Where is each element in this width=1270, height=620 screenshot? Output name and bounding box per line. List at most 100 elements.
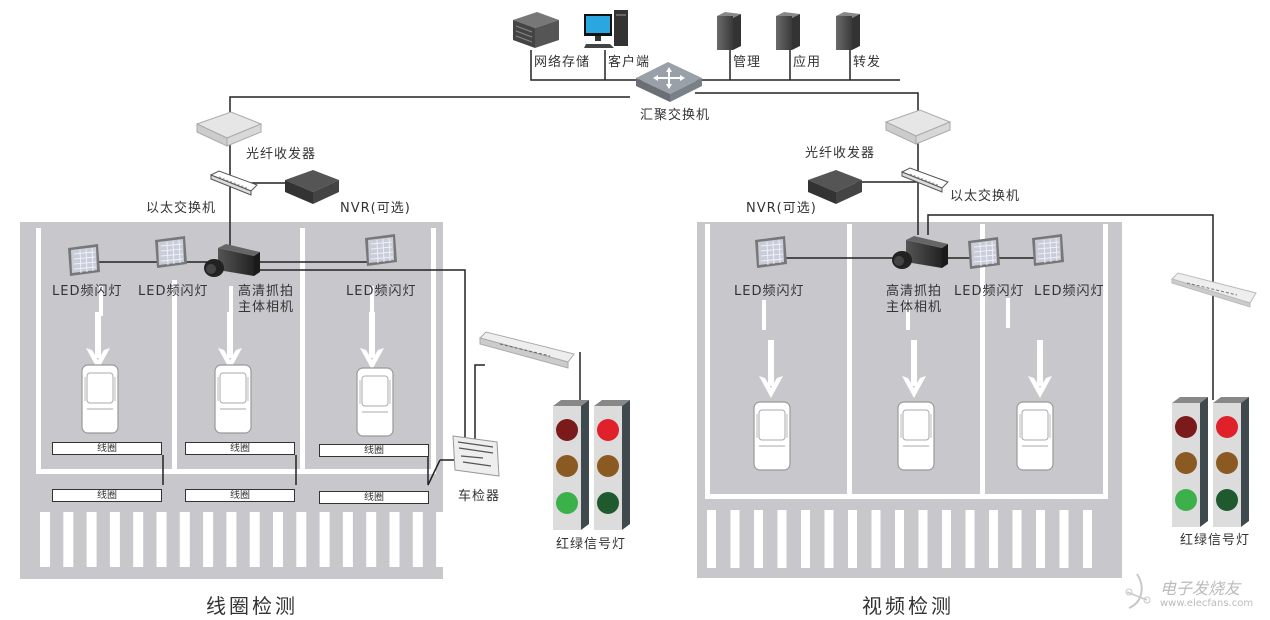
loop-detection-section bbox=[20, 111, 630, 579]
crosswalk-stripe bbox=[942, 510, 951, 568]
traffic-light-icon bbox=[1172, 397, 1208, 527]
led-strobe-label: LED频闪灯 bbox=[346, 284, 417, 299]
inductive-loop: 线圈 bbox=[52, 489, 162, 502]
vehicle-icon bbox=[81, 364, 119, 434]
vehicle-icon bbox=[214, 364, 252, 434]
crosswalk-stripe bbox=[133, 512, 144, 567]
crosswalk-stripe bbox=[109, 512, 120, 567]
ethernet-switch-icon bbox=[210, 170, 258, 196]
forwarding-label: 转发 bbox=[853, 55, 882, 70]
camera-label-line1: 高清抓拍 bbox=[238, 284, 295, 299]
nvr-icon bbox=[285, 170, 339, 204]
led-strobe-icon bbox=[754, 235, 788, 269]
crosswalk-stripe bbox=[412, 512, 423, 567]
video-detection-title: 视频检测 bbox=[862, 594, 954, 618]
crosswalk-stripe bbox=[965, 510, 975, 568]
crosswalk-stripe bbox=[63, 512, 74, 567]
crosswalk-stripe bbox=[156, 512, 167, 567]
crosswalk-stripe bbox=[366, 512, 377, 567]
crosswalk-stripe bbox=[824, 510, 834, 568]
application-label: 应用 bbox=[793, 55, 822, 70]
crosswalk-stripe bbox=[296, 512, 307, 567]
client-label: 客户端 bbox=[608, 55, 651, 70]
led-strobe-label: LED频闪灯 bbox=[138, 284, 209, 299]
crosswalk-stripe bbox=[848, 510, 857, 568]
vehicle-detector-icon bbox=[452, 435, 500, 477]
camera-label-line1: 高清抓拍 bbox=[886, 284, 943, 299]
crosswalk-stripe bbox=[871, 510, 881, 568]
ethernet-switch-icon bbox=[901, 167, 949, 193]
network-storage-label: 网络存储 bbox=[534, 55, 591, 70]
aggregation-switch-icon bbox=[636, 62, 702, 102]
crosswalk-stripe bbox=[273, 512, 283, 567]
nvr-icon bbox=[808, 170, 862, 204]
camera-label-line2: 主体相机 bbox=[886, 300, 943, 315]
crosswalk-stripe bbox=[1036, 510, 1045, 568]
client-pc-icon bbox=[584, 10, 628, 48]
led-strobe-label: LED频闪灯 bbox=[954, 284, 1025, 299]
watermark-url: www.elecfans.com bbox=[1160, 598, 1254, 609]
fiber-transceiver-label: 光纤收发器 bbox=[246, 147, 317, 162]
crosswalk bbox=[707, 510, 1092, 568]
traffic-light-label: 红绿信号灯 bbox=[556, 537, 627, 552]
signal-switch-icon bbox=[1171, 272, 1257, 308]
signal-switch-icon bbox=[479, 331, 575, 369]
crosswalk-stripe bbox=[918, 510, 928, 568]
fiber-transceiver-icon bbox=[196, 111, 262, 147]
core-network bbox=[229, 10, 919, 112]
led-strobe-icon bbox=[67, 243, 101, 277]
crosswalk-stripe bbox=[40, 512, 50, 567]
crosswalk-stripe bbox=[436, 512, 447, 567]
vehicle-icon bbox=[753, 401, 791, 471]
led-strobe-icon bbox=[154, 235, 188, 269]
crosswalk-stripe bbox=[1012, 510, 1022, 568]
crosswalk-stripe bbox=[249, 512, 260, 567]
crosswalk-stripe bbox=[86, 512, 97, 567]
vehicle-icon bbox=[897, 401, 935, 471]
loop-detection-title: 线圈检测 bbox=[206, 594, 298, 618]
fiber-transceiver-icon bbox=[885, 109, 951, 145]
lane-markings bbox=[36, 228, 436, 474]
inductive-loop: 线圈 bbox=[52, 442, 162, 455]
traffic-light-icon bbox=[553, 400, 589, 530]
fiber-transceiver-label: 光纤收发器 bbox=[805, 146, 876, 161]
lane-markings bbox=[705, 224, 1108, 499]
crosswalk-stripe bbox=[730, 510, 740, 568]
crosswalk bbox=[40, 512, 447, 567]
camera-label-line2: 主体相机 bbox=[238, 300, 295, 315]
led-strobe-icon bbox=[967, 236, 1001, 270]
nvr-label: NVR(可选) bbox=[340, 201, 411, 216]
application-server-icon bbox=[776, 12, 800, 50]
crosswalk-stripe bbox=[754, 510, 763, 568]
led-strobe-label: LED频闪灯 bbox=[734, 284, 805, 299]
inductive-loop: 线圈 bbox=[319, 491, 429, 504]
watermark-brand: 电子发烧友 bbox=[1160, 579, 1241, 598]
crosswalk-stripe bbox=[777, 510, 787, 568]
vehicle-detector-label: 车检器 bbox=[458, 489, 501, 504]
traffic-light-label: 红绿信号灯 bbox=[1180, 533, 1251, 548]
led-strobe-label: LED频闪灯 bbox=[52, 284, 123, 299]
watermark-logo-icon bbox=[1125, 573, 1151, 609]
crosswalk-stripe bbox=[319, 512, 330, 567]
crosswalk-stripe bbox=[389, 512, 400, 567]
crosswalk-stripe bbox=[203, 512, 214, 567]
led-strobe-icon bbox=[364, 233, 398, 267]
nvr-label: NVR(可选) bbox=[746, 201, 817, 216]
crosswalk-stripe bbox=[1059, 510, 1069, 568]
crosswalk-stripe bbox=[1083, 510, 1092, 568]
video-detection-section bbox=[697, 109, 1257, 578]
inductive-loop: 线圈 bbox=[185, 489, 295, 502]
crosswalk-stripe bbox=[895, 510, 904, 568]
management-label: 管理 bbox=[733, 55, 762, 70]
crosswalk-stripe bbox=[707, 510, 716, 568]
network-storage-icon bbox=[513, 12, 559, 48]
crosswalk-stripe bbox=[226, 512, 237, 567]
ethernet-switch-label: 以太交换机 bbox=[950, 189, 1021, 204]
led-strobe-label: LED频闪灯 bbox=[1034, 284, 1105, 299]
crosswalk-stripe bbox=[801, 510, 810, 568]
crosswalk-stripe bbox=[989, 510, 998, 568]
traffic-light-icon bbox=[1213, 397, 1249, 527]
crosswalk-stripe bbox=[179, 512, 190, 567]
forwarding-server-icon bbox=[836, 12, 860, 50]
crosswalk-stripe bbox=[342, 512, 353, 567]
